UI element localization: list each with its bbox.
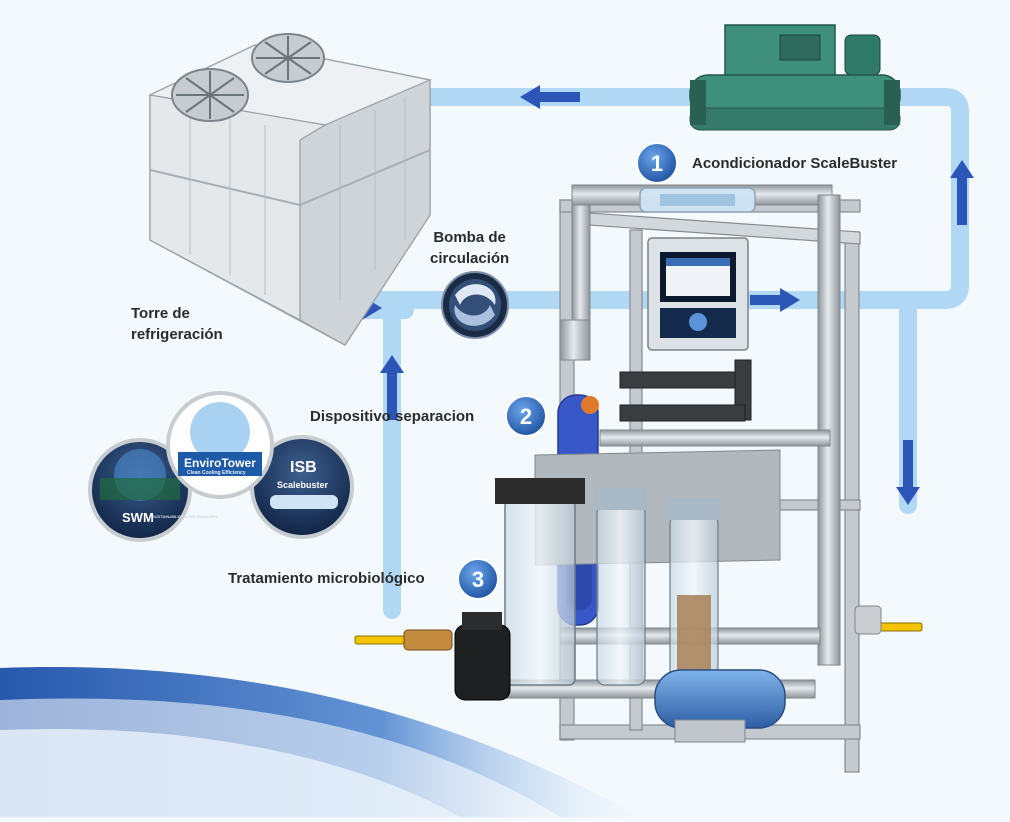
scalebuster-unit xyxy=(639,187,756,213)
arrow-up-right xyxy=(950,160,974,225)
scalebuster-label: Acondicionador ScaleBuster xyxy=(692,155,898,172)
logo-envirotower: EnviroTower Clean Cooling Efficiency xyxy=(166,391,274,499)
swm-controller xyxy=(647,237,749,351)
cooling-tower xyxy=(148,33,433,346)
badge-1: 1 xyxy=(636,142,678,184)
logo-swm: SWM SUSTAINABLE WATER MANAGER xyxy=(88,438,217,542)
pump-label-line1: Bomba de xyxy=(433,229,506,246)
tower-label: Torre de refrigeración xyxy=(131,303,223,345)
badge-3: 3 xyxy=(457,558,499,600)
arrow-down-right xyxy=(896,440,920,505)
background-wave xyxy=(0,667,640,817)
circulation-pump-icon xyxy=(441,271,509,339)
recirculation-pump xyxy=(654,669,786,743)
pump-label: Bomba de circulación xyxy=(430,227,509,269)
tower-label-line2: refrigeración xyxy=(131,326,223,343)
tower-fan-left xyxy=(171,68,249,122)
swm-logo-subtext: SUSTAINABLE WATER MANAGER xyxy=(152,514,217,519)
envirotower-logo-text: EnviroTower xyxy=(184,456,256,470)
arrow-up-left xyxy=(380,355,404,420)
isb-logo-text: ISB xyxy=(290,459,317,476)
isb-logo-subtext: Scalebuster xyxy=(277,480,329,490)
pump-label-line2: circulación xyxy=(430,250,510,267)
separator-label: Dispositivo separacion xyxy=(310,408,475,425)
filter-assembly xyxy=(495,449,781,696)
swm-logo-text: SWM xyxy=(122,510,154,525)
strainer xyxy=(454,612,511,701)
badge-2: 2 xyxy=(505,395,547,437)
envirotower-logo-tagline: Clean Cooling Efficiency xyxy=(187,470,246,476)
logo-isb: ISB Scalebuster xyxy=(250,435,354,539)
tower-label-line1: Torre de xyxy=(131,305,190,322)
arrow-right-mid xyxy=(750,288,800,312)
badge-1-text: 1 xyxy=(651,151,663,176)
arrow-left-top xyxy=(520,85,580,109)
chiller xyxy=(689,24,901,131)
valve-handles xyxy=(354,605,923,651)
badge-2-text: 2 xyxy=(520,404,532,429)
badge-3-text: 3 xyxy=(472,567,484,592)
micro-label: Tratamiento microbiológico xyxy=(228,570,425,587)
tower-fan-right xyxy=(251,33,325,83)
